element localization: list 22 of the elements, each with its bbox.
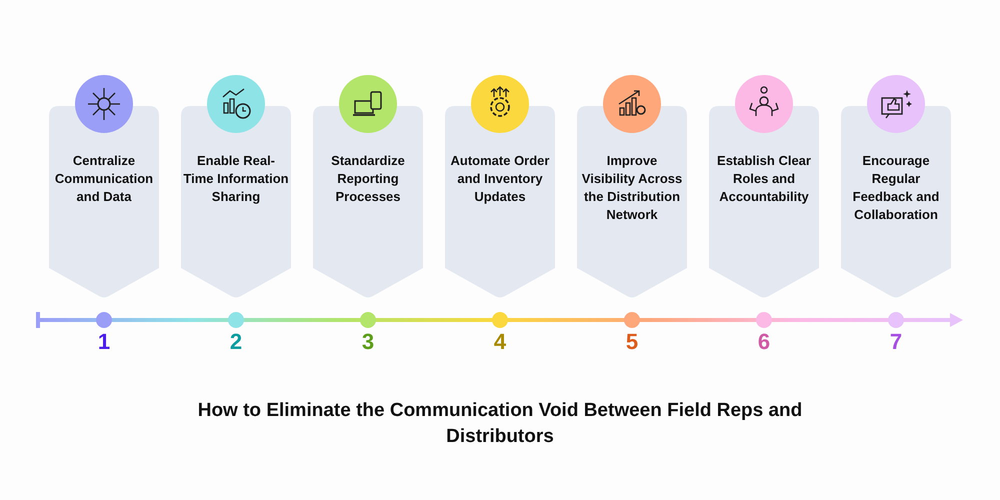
step-number: 6 bbox=[756, 329, 772, 355]
step-text: Enable Real-Time Information Sharing bbox=[183, 152, 289, 206]
step-number: 2 bbox=[228, 329, 244, 355]
step-text: Centralize Communication and Data bbox=[54, 152, 154, 206]
step-text: Standardize Reporting Processes bbox=[330, 152, 406, 206]
step-number: 7 bbox=[888, 329, 904, 355]
step-card bbox=[49, 106, 159, 298]
step-number: 1 bbox=[96, 329, 112, 355]
step-text: Establish Clear Roles and Accountability bbox=[716, 152, 812, 206]
step-text: Improve Visibility Across the Distribution Network bbox=[580, 152, 684, 224]
step-text: Automate Order and Inventory Updates bbox=[450, 152, 550, 206]
step-card bbox=[577, 106, 687, 298]
step-number: 5 bbox=[624, 329, 640, 355]
step-number: 4 bbox=[492, 329, 508, 355]
step-number: 3 bbox=[360, 329, 376, 355]
title: How to Eliminate the Communication Void Between Field Reps and Distributors bbox=[196, 399, 804, 449]
step-card bbox=[709, 106, 819, 298]
step-card bbox=[445, 106, 555, 298]
step-card bbox=[313, 106, 423, 298]
step-text: Encourage Regular Feedback and Collaboration bbox=[852, 152, 940, 224]
step-card bbox=[841, 106, 951, 298]
step-card bbox=[181, 106, 291, 298]
